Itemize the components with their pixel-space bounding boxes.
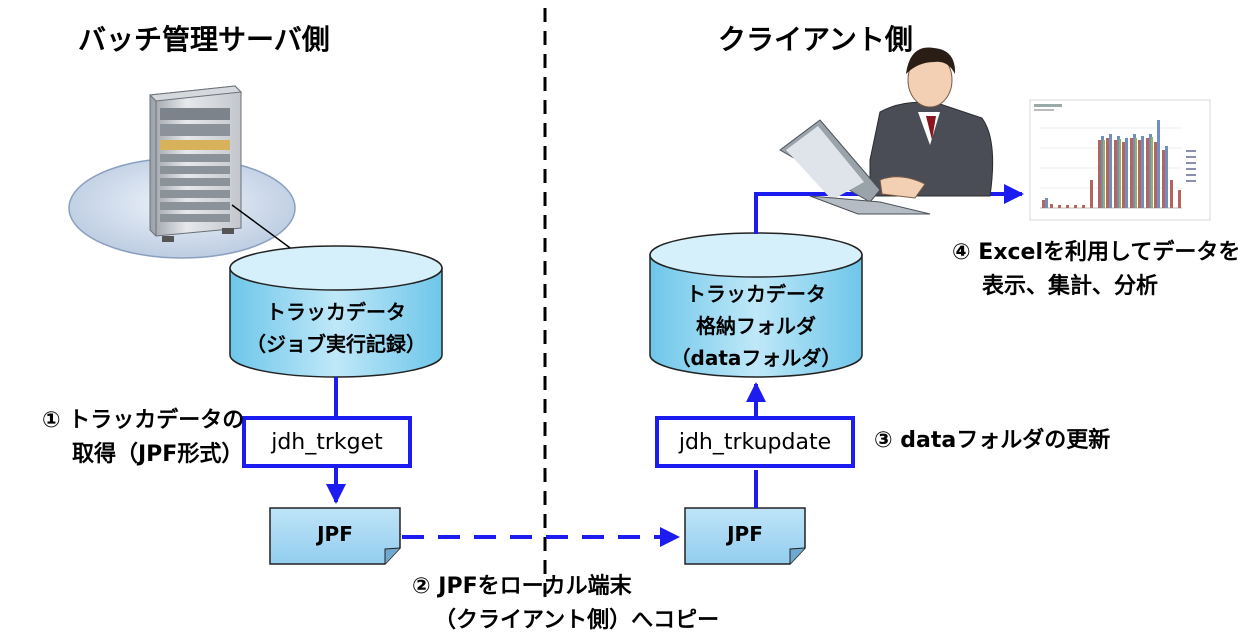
step4-label-line1: ④ Excelを利用してデータを — [952, 240, 1238, 265]
client-db-label: トラッカデータ 格納フォルダ （dataフォルダ） — [650, 278, 862, 374]
server-db-label-line2: （ジョブ実行記録） — [246, 332, 426, 356]
client-side-title: クライアント側 — [718, 23, 913, 56]
jdh-trkupdate-box: jdh_trkupdate — [655, 416, 855, 468]
jdh-trkget-box: jdh_trkget — [242, 416, 412, 468]
excel-chart-icon — [1029, 99, 1211, 221]
step4-label: ④ Excelを利用してデータを 表示、集計、分析 — [952, 236, 1238, 304]
server-jpf-label: JPF — [317, 522, 353, 546]
businessman-laptop-icon — [779, 47, 994, 215]
step1-label: ① トラッカデータの 取得（JPF形式） — [42, 404, 244, 472]
server-db-label: トラッカデータ （ジョブ実行記録） — [230, 296, 442, 360]
client-database-cylinder — [649, 232, 863, 378]
server-jpf-file — [269, 507, 401, 565]
client-jpf-file — [684, 507, 806, 565]
client-jpf-label: JPF — [727, 522, 763, 546]
server-database-cylinder — [229, 245, 443, 378]
step2-label-line2: （クライアント側）へコピー — [434, 608, 720, 633]
step3-label: ③ dataフォルダの更新 — [874, 428, 1111, 453]
client-db-label-line1: トラッカデータ — [686, 282, 826, 306]
step1-label-line2: 取得（JPF形式） — [72, 442, 244, 467]
client-db-label-line2: 格納フォルダ — [696, 314, 816, 338]
server-side-title: バッチ管理サーバ側 — [78, 23, 330, 56]
server-tower-icon — [68, 85, 321, 271]
step2-label-line1: ② JPFをローカル端末 — [412, 574, 632, 599]
step1-label-line1: ① トラッカデータの — [42, 408, 245, 433]
step2-label: ② JPFをローカル端末 （クライアント側）へコピー — [412, 570, 719, 638]
client-db-label-line3: （dataフォルダ） — [670, 346, 842, 370]
server-db-label-line1: トラッカデータ — [266, 300, 406, 324]
step4-label-line2: 表示、集計、分析 — [982, 274, 1159, 299]
